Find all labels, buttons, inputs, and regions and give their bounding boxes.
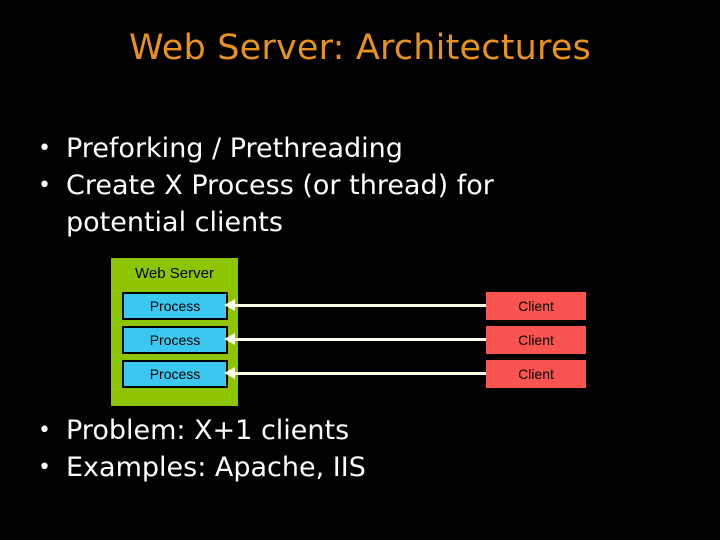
- arrow-left-icon: [224, 299, 235, 311]
- connector-line: [234, 304, 486, 307]
- connector-line: [234, 338, 486, 341]
- web-server-box: Web Server Process Process Process: [111, 258, 238, 406]
- process-box: Process: [122, 292, 228, 320]
- client-box: Client: [486, 326, 586, 354]
- list-item: Problem: X+1 clients: [30, 412, 680, 449]
- client-box: Client: [486, 360, 586, 388]
- bullet-list-top: Preforking / Prethreading Create X Proce…: [30, 130, 680, 241]
- list-item: Examples: Apache, IIS: [30, 449, 680, 486]
- arrow-left-icon: [224, 333, 235, 345]
- connector-line: [234, 372, 486, 375]
- client-box: Client: [486, 292, 586, 320]
- web-server-label: Web Server: [135, 265, 214, 282]
- page-title: Web Server: Architectures: [128, 28, 592, 68]
- process-box: Process: [122, 360, 228, 388]
- list-item: Create X Process (or thread) for potenti…: [30, 167, 680, 241]
- bullet-list-bottom: Problem: X+1 clients Examples: Apache, I…: [30, 412, 680, 486]
- list-item: Preforking / Prethreading: [30, 130, 680, 167]
- arrow-left-icon: [224, 367, 235, 379]
- process-box: Process: [122, 326, 228, 354]
